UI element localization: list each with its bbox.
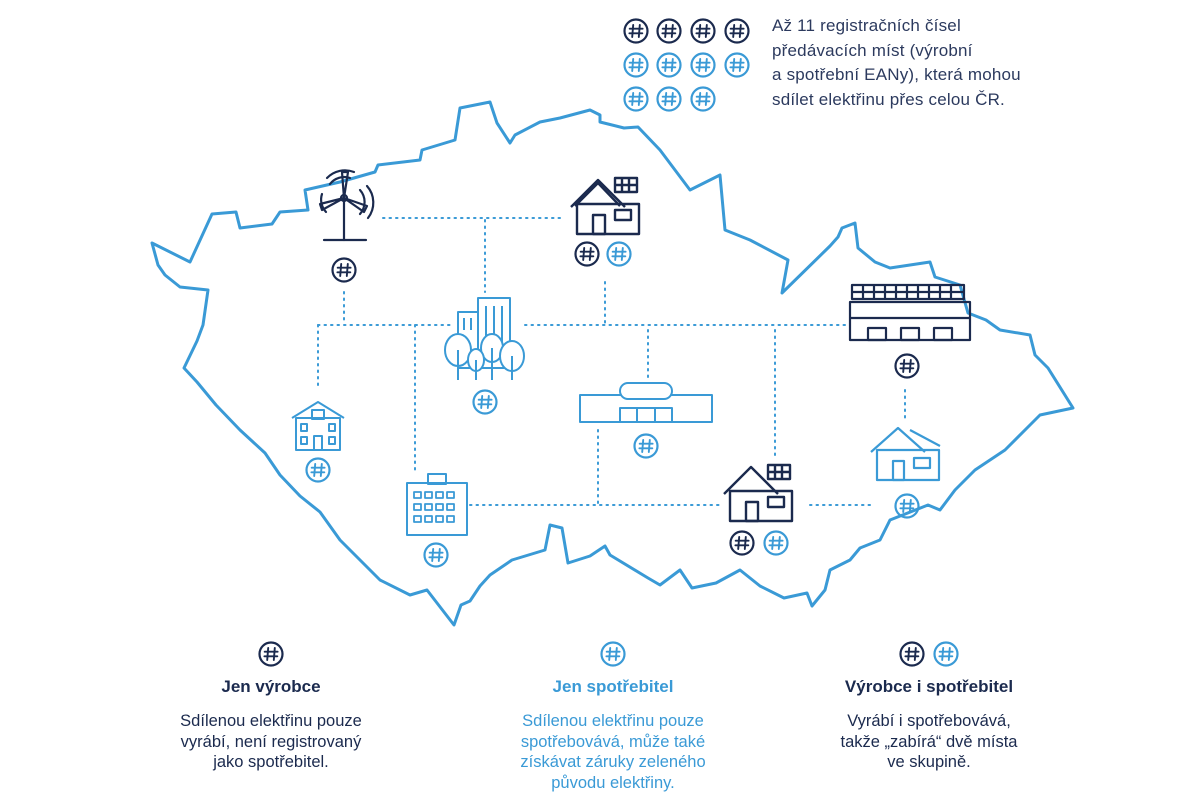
producer-badge-icon: [258, 641, 284, 667]
legend-description-line: spotřebovává, může také: [520, 732, 706, 751]
producer-badge-icon: [894, 353, 920, 379]
legend-description-line: získávat záruky zeleného: [520, 753, 706, 771]
legend-description-line: Sdílenou elektřinu pouze: [522, 712, 704, 730]
ean-description-line: a spotřební EANy), která mohou: [772, 65, 1021, 84]
consumer-badge-icon: [423, 542, 449, 568]
consumer-badge-icon: [606, 241, 632, 267]
producer-badge-icon: [724, 18, 750, 44]
consumer-badge-icon: [305, 457, 331, 483]
consumer-badge-icon: [600, 641, 626, 667]
consumer-badge-icon: [763, 530, 789, 556]
legend-description-line: Sdílenou elektřinu pouze: [180, 712, 362, 730]
legend-consumer: Jen spotřebitel Sdílenou elektřinu pouze…: [468, 640, 758, 793]
legend-description-line: jako spotřebitel.: [213, 753, 329, 771]
consumer-badge-icon: [623, 52, 649, 78]
factory-icon: [848, 283, 972, 342]
consumer-badge-icon: [933, 641, 959, 667]
legend-title: Jen spotřebitel: [552, 677, 674, 696]
legend-description-line: takže „zabírá“ dvě místa: [840, 732, 1018, 751]
consumer-badge-icon: [690, 86, 716, 112]
consumer-badge-icon: [724, 52, 750, 78]
legend-description-line: ve skupině.: [887, 753, 971, 771]
legend-description: Sdílenou elektřinu pouze vyrábí, není re…: [126, 711, 416, 773]
solar-house-icon: [570, 176, 641, 236]
ean-description-line: předávacích míst (výrobní: [772, 40, 973, 60]
consumer-badge-icon: [690, 52, 716, 78]
legend-description-line: Vyrábí i spotřebovává,: [847, 712, 1011, 730]
legend-title: Výrobce i spotřebitel: [844, 677, 1014, 696]
house-icon: [870, 426, 941, 482]
solar-house-icon: [723, 463, 794, 523]
wind-turbine-icon: [318, 169, 375, 242]
legend-description: Sdílenou elektřinu pouze spotřebovává, m…: [468, 711, 758, 793]
shopping-center-icon: [579, 382, 713, 423]
consumer-badge-icon: [656, 52, 682, 78]
school-icon: [291, 401, 345, 451]
producer-badge-icon: [331, 257, 357, 283]
office-park-icon: [444, 297, 525, 380]
legend-description-line: původu elektřiny.: [551, 773, 675, 792]
legend-producer-consumer: Výrobce i spotřebitel Vyrábí i spotřebov…: [784, 640, 1074, 773]
consumer-badge-icon: [472, 389, 498, 415]
apartment-building-icon: [406, 473, 468, 536]
czech-republic-outline: [150, 100, 1075, 627]
consumer-badge-icon: [623, 86, 649, 112]
consumer-badge-icon: [633, 433, 659, 459]
legend-description: Vyrábí i spotřebovává, takže „zabírá“ dv…: [784, 711, 1074, 773]
producer-badge-icon: [623, 18, 649, 44]
legend-description-line: vyrábí, není registrovaný: [180, 732, 362, 751]
ean-description: Až 11 registračních čísel předávacích mí…: [772, 14, 1102, 112]
producer-badge-icon: [729, 530, 755, 556]
node-badges: [305, 241, 920, 568]
producer-badge-icon: [574, 241, 600, 267]
connection-lines: [317, 217, 906, 506]
producer-badge-icon: [690, 18, 716, 44]
producer-badge-icon: [656, 18, 682, 44]
ean-description-line: Až 11 registračních čísel: [772, 16, 961, 35]
consumer-badge-icon: [656, 86, 682, 112]
legend-producer: Jen výrobce Sdílenou elektřinu pouze vyr…: [126, 640, 416, 773]
legend-title: Jen výrobce: [221, 677, 321, 696]
ean-description-line: sdílet elektřinu přes celou ČR.: [772, 89, 1005, 109]
ean-badge-grid: [623, 18, 750, 112]
producer-badge-icon: [899, 641, 925, 667]
